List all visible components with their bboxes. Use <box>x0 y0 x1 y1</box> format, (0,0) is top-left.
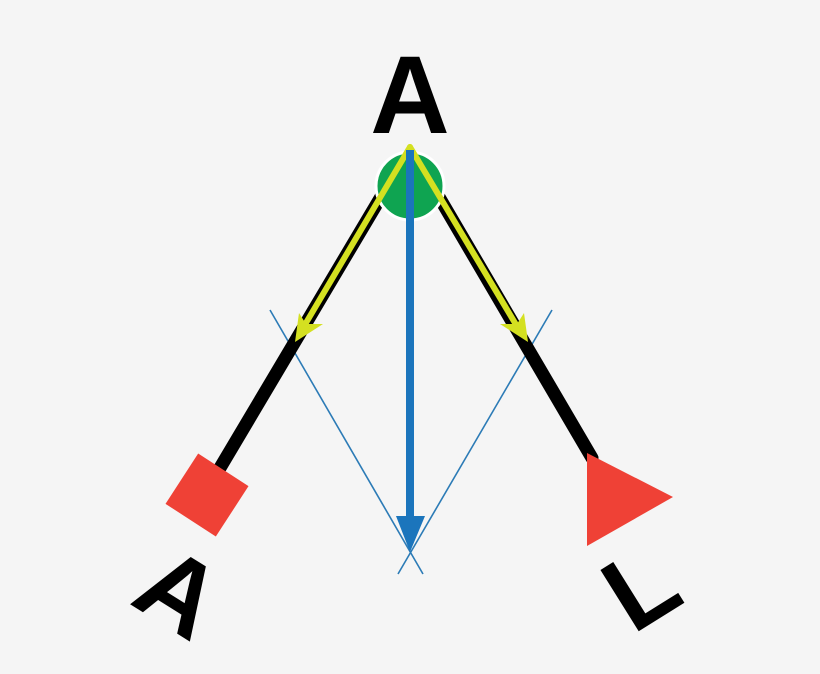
top-label: A <box>370 34 449 157</box>
bottom-right-label: L <box>583 521 699 654</box>
yellow-arrow-right <box>407 144 524 336</box>
red-triangle-icon <box>587 453 673 546</box>
red-square-icon <box>165 453 249 537</box>
yellow-arrow-left <box>297 144 413 336</box>
thin-blue-line-left <box>269 309 424 575</box>
yellow-arrowhead-right-icon <box>500 313 528 342</box>
blue-arrowhead-icon <box>396 516 425 552</box>
bottom-left-label: A <box>116 523 242 662</box>
yellow-arrowhead-left-icon <box>295 313 323 342</box>
